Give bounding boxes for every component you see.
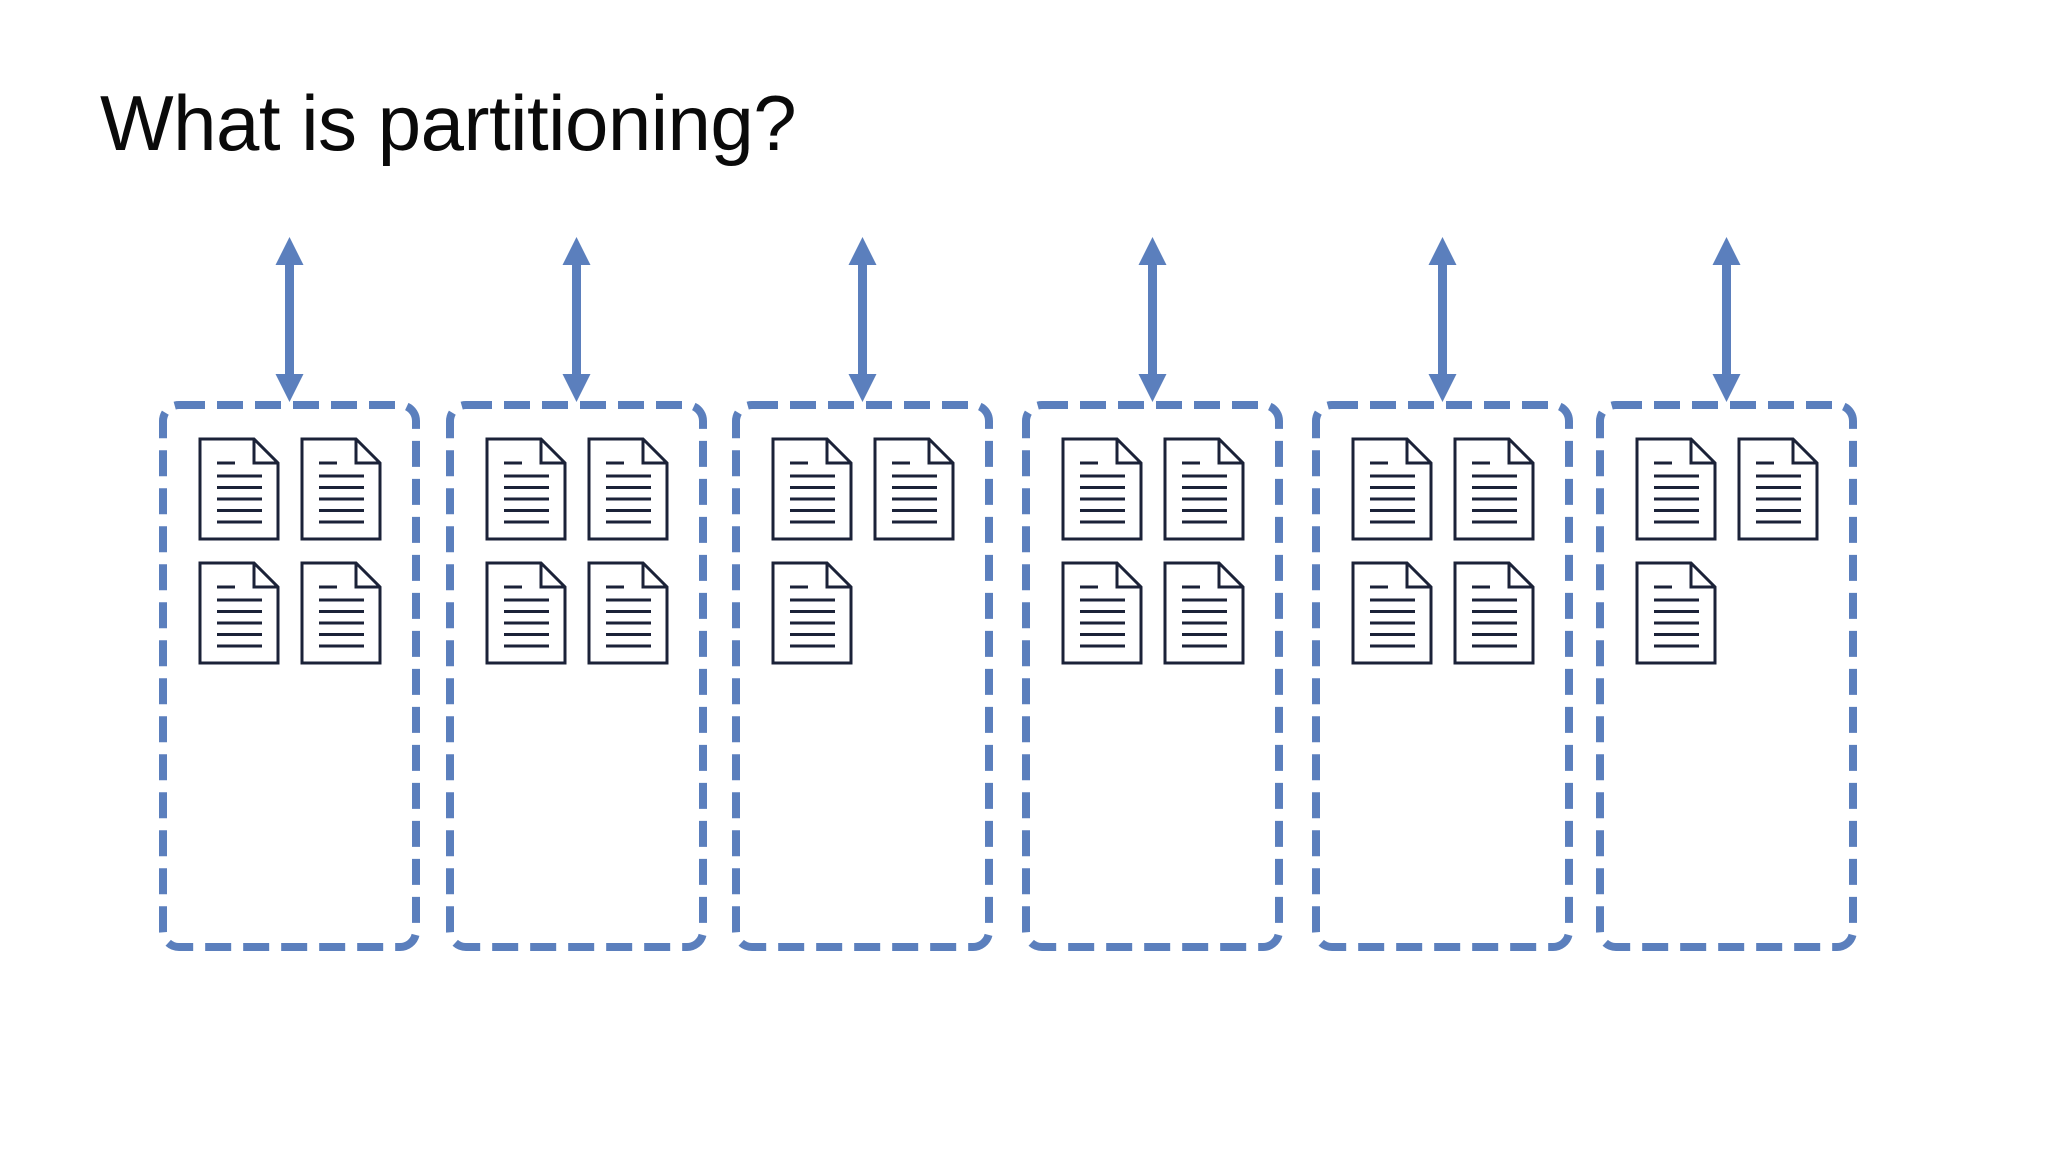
document-icon [300,561,382,665]
document-icon [1635,561,1717,665]
document-icon [1351,437,1433,541]
partition-box [446,401,707,951]
document-icon [1061,437,1143,541]
document-icon [1635,437,1717,541]
slide-title: What is partitioning? [100,79,797,167]
document-icon [587,437,669,541]
double-headed-vertical-arrow-icon [1428,237,1457,402]
double-headed-vertical-arrow-icon [275,237,304,402]
document-icon [771,561,853,665]
partition-1 [159,237,420,951]
partition-2 [446,237,707,951]
document-icon [300,437,382,541]
document-icon [1453,561,1535,665]
partition-box [1312,401,1573,951]
partition-4 [1022,237,1283,951]
partition-5 [1312,237,1573,951]
double-headed-vertical-arrow-icon [1712,237,1741,402]
double-headed-vertical-arrow-icon [1138,237,1167,402]
partition-6 [1596,237,1857,951]
partition-3 [732,237,993,951]
document-icon [1737,437,1819,541]
document-icon [1061,561,1143,665]
document-icon [771,437,853,541]
document-icon [198,437,280,541]
document-icon [485,561,567,665]
document-icon [1163,561,1245,665]
partition-box [732,401,993,951]
partition-box [1596,401,1857,951]
document-icon [1351,561,1433,665]
partition-box [159,401,420,951]
document-icon [587,561,669,665]
partition-box [1022,401,1283,951]
document-icon [1163,437,1245,541]
document-icon [873,437,955,541]
document-icon [485,437,567,541]
double-headed-vertical-arrow-icon [562,237,591,402]
double-headed-vertical-arrow-icon [848,237,877,402]
document-icon [198,561,280,665]
document-icon [1453,437,1535,541]
